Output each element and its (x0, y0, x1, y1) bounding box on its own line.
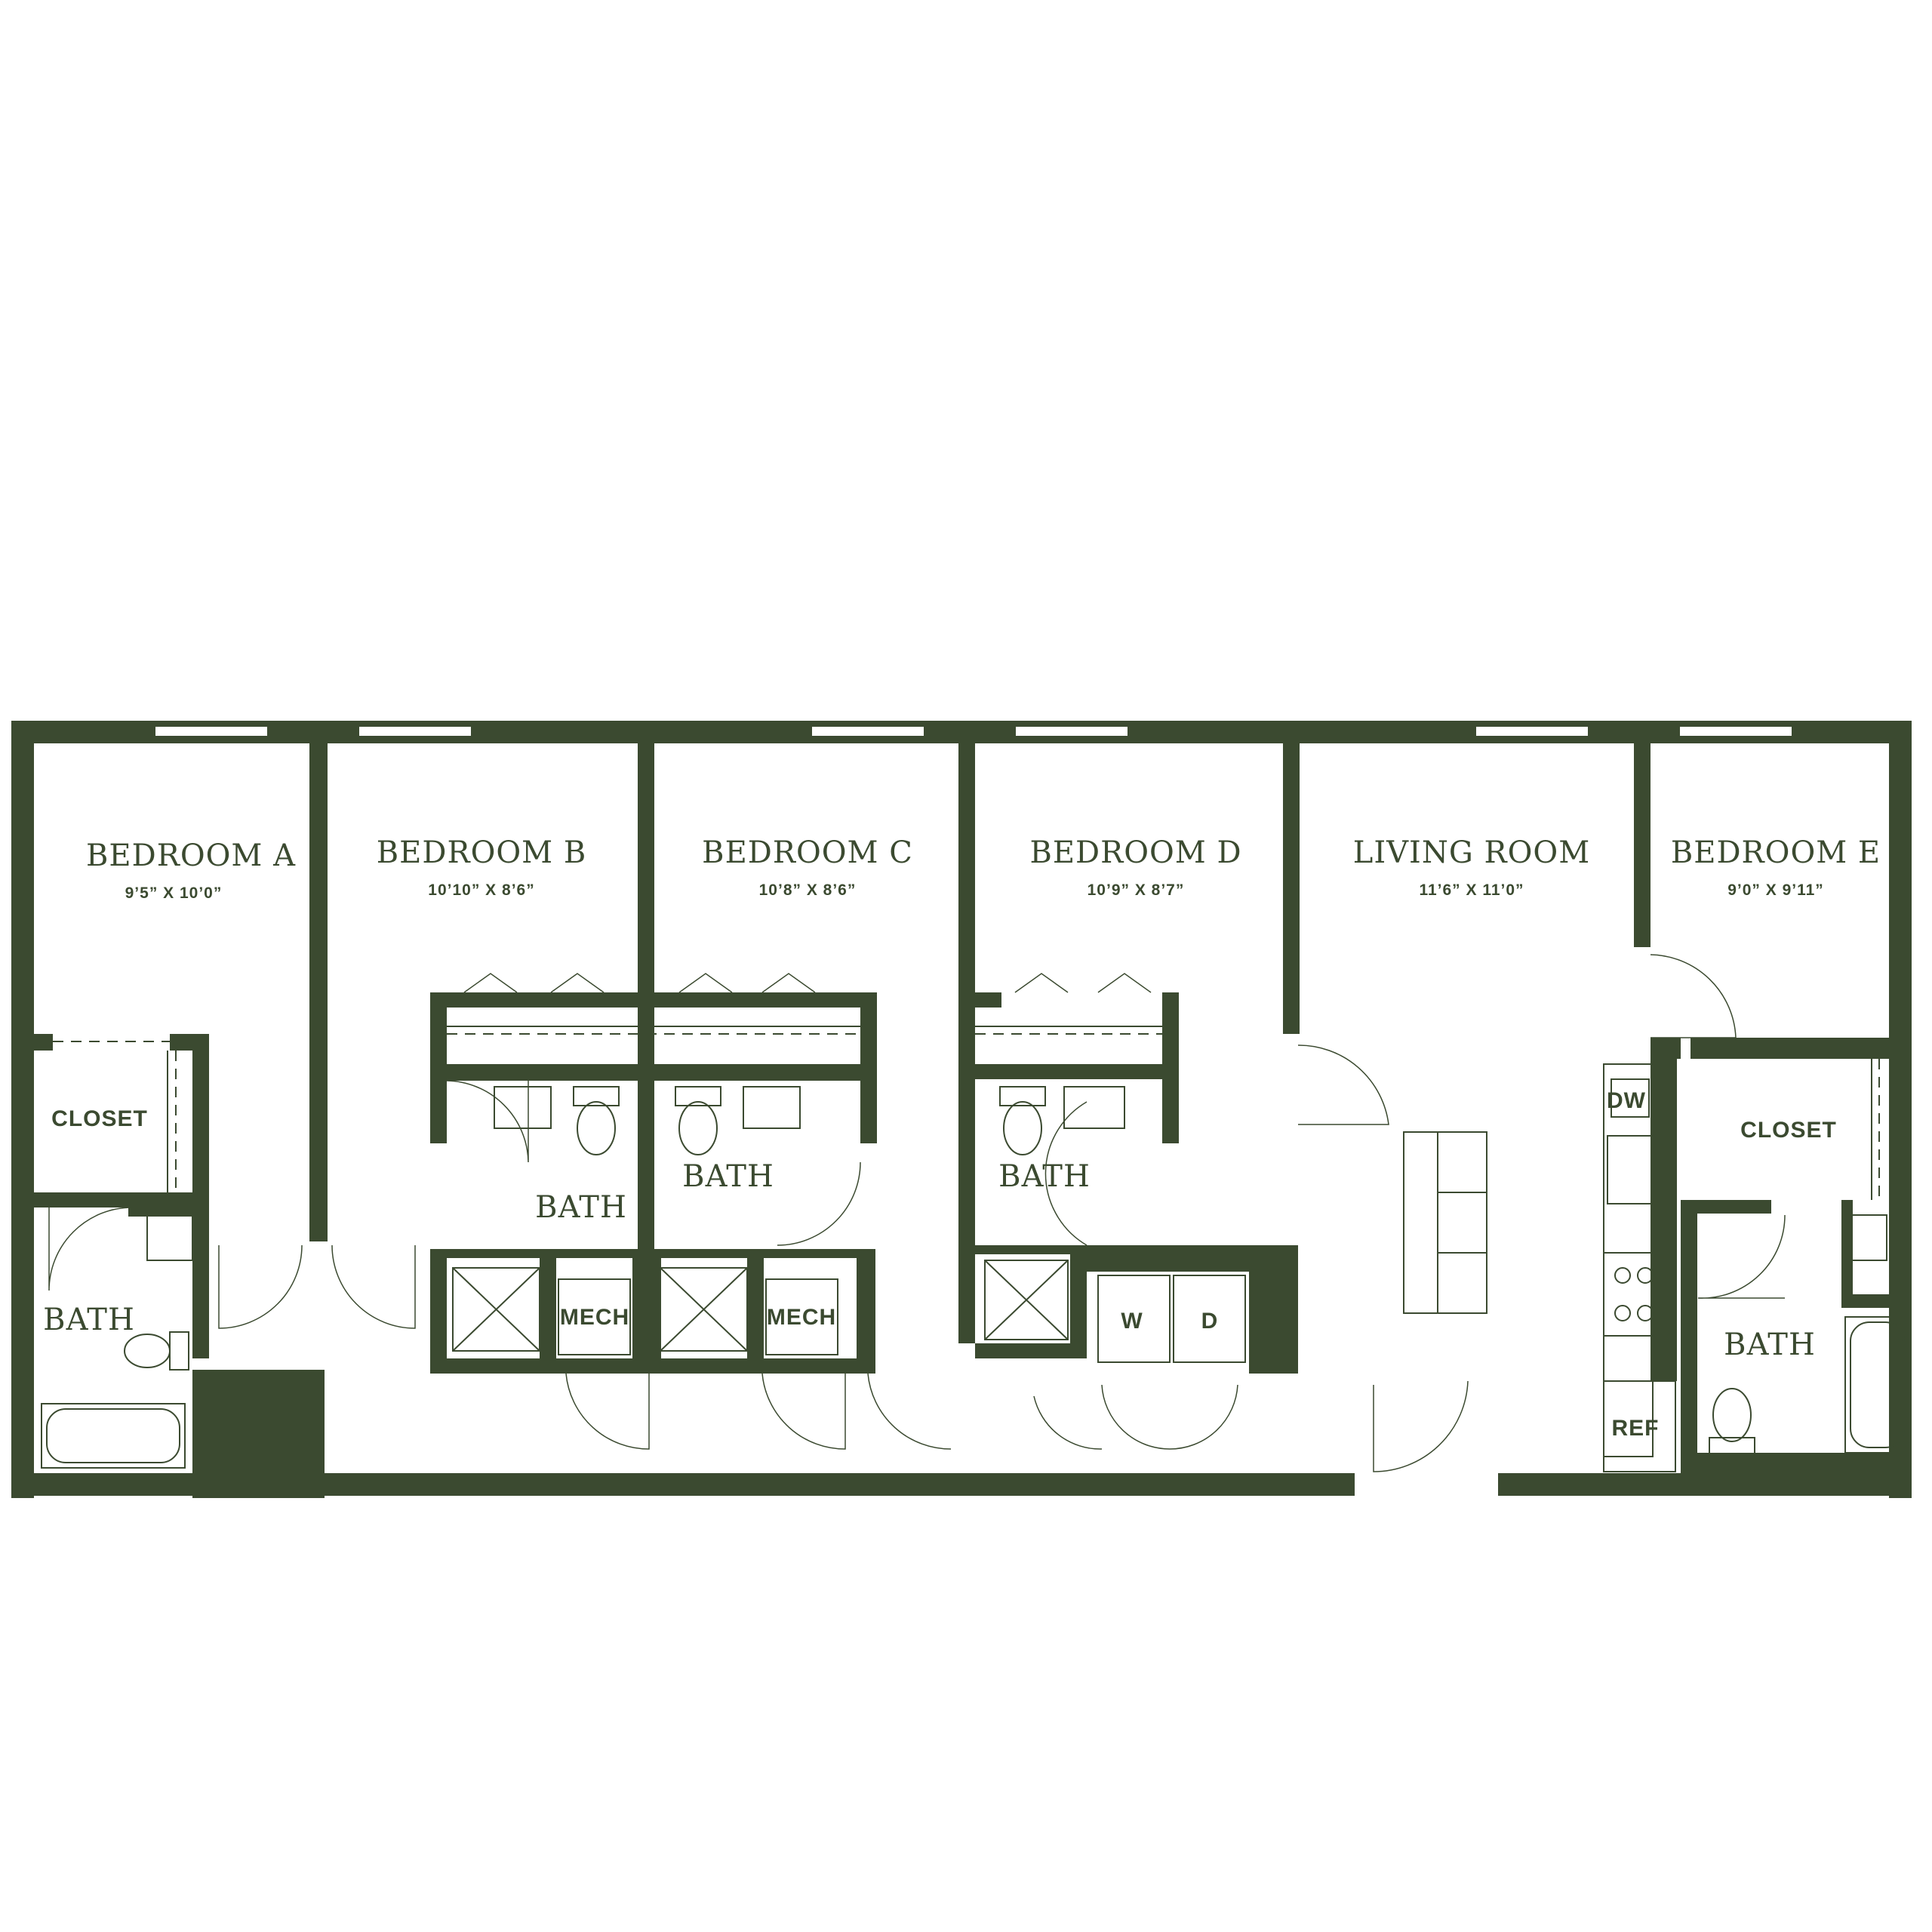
interior-walls (34, 743, 1889, 1498)
refrigerator-label: REF (1612, 1416, 1660, 1441)
closet-a-label: CLOSET (51, 1106, 148, 1131)
space-labels: CLOSET CLOSET BATH BATH BATH BATH BATH M… (43, 1088, 1837, 1441)
door-swings (48, 954, 1786, 1472)
washer-label: W (1121, 1309, 1143, 1334)
mech-b-label: MECH (560, 1305, 629, 1330)
bedroom-b-dims: 10’10” X 8’6” (428, 881, 534, 899)
fixtures (41, 1063, 1910, 1472)
dryer-label: D (1201, 1309, 1219, 1334)
bedroom-e-dims: 9’0” X 9’11” (1727, 881, 1824, 899)
living-room-name: LIVING ROOM (1353, 835, 1590, 870)
bedroom-d-dims: 10’9” X 8’7” (1088, 881, 1185, 899)
closet-e-label: CLOSET (1740, 1118, 1837, 1143)
bath-a-label: BATH (43, 1303, 135, 1337)
bedroom-d-name: BEDROOM D (1029, 835, 1241, 870)
bedroom-a-dims: 9’5” X 10’0” (125, 884, 223, 902)
bath-e-label: BATH (1724, 1327, 1816, 1362)
bedroom-a-name: BEDROOM A (86, 838, 296, 873)
bedroom-c-name: BEDROOM C (702, 835, 913, 870)
exterior-walls (11, 721, 1912, 1498)
bedroom-b-name: BEDROOM B (377, 835, 586, 870)
living-room-dims: 11’6” X 11’0” (1419, 881, 1524, 899)
bedroom-e-name: BEDROOM E (1671, 835, 1881, 870)
bath-c-label: BATH (682, 1159, 774, 1194)
closet-doors (53, 973, 1880, 1200)
room-labels: BEDROOM A 9’5” X 10’0” BEDROOM B 10’10” … (86, 835, 1881, 902)
mech-c-label: MECH (767, 1305, 836, 1330)
bedroom-c-dims: 10’8” X 8’6” (759, 881, 857, 899)
windows (154, 725, 1793, 1484)
dishwasher-label: DW (1607, 1088, 1646, 1113)
bath-d-label: BATH (998, 1159, 1091, 1194)
bath-b-label: BATH (535, 1190, 627, 1225)
